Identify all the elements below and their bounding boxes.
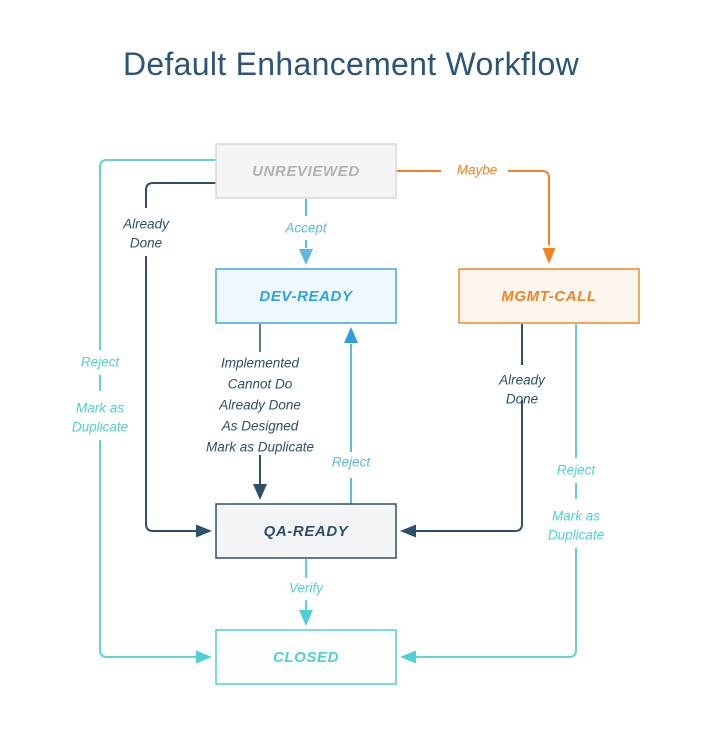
page-title: Default Enhancement Workflow xyxy=(122,46,580,82)
edge-label-mark-duplicate-left-1: Mark as xyxy=(76,401,124,416)
edge-label-mark-duplicate-right-2: Duplicate xyxy=(548,528,604,543)
edge-maybe: Maybe xyxy=(396,163,556,264)
node-unreviewed-box[interactable] xyxy=(215,143,397,199)
edge-dev-to-qa: Implemented Cannot Do Already Done As De… xyxy=(206,324,314,500)
node-dev-ready-box[interactable] xyxy=(215,268,397,324)
edge-unreviewed-already-done: Already Done xyxy=(122,182,216,538)
edge-label-mark-duplicate-right-1: Mark as xyxy=(552,509,600,524)
edge-label-already-done-right-2: Done xyxy=(506,392,538,407)
edge-mgmt-already-done: Already Done xyxy=(400,324,546,538)
edge-mgmt-reject-duplicate: Reject Mark as Duplicate xyxy=(400,324,604,664)
node-unreviewed-label: UNREVIEWED xyxy=(252,163,360,180)
node-mgmt-call[interactable]: MGMT-CALL xyxy=(458,268,640,324)
node-mgmt-call-box[interactable] xyxy=(458,268,640,324)
edge-label-accept: Accept xyxy=(284,221,328,236)
edge-unreviewed-already-done-arrowhead xyxy=(196,524,212,538)
node-dev-ready[interactable]: DEV-READY xyxy=(215,268,397,324)
edge-unreviewed-already-done-line-bottom xyxy=(145,256,196,532)
edge-mgmt-reject-duplicate-arrowhead xyxy=(400,650,416,664)
edge-qa-reject: Reject xyxy=(332,327,372,504)
edge-label-reject-left: Reject xyxy=(81,355,121,370)
edge-label-reject-center: Reject xyxy=(332,455,372,470)
edge-unreviewed-reject-duplicate: Reject Mark as Duplicate xyxy=(72,159,216,664)
node-closed-box[interactable] xyxy=(215,629,397,685)
edge-label-mark-duplicate-left-2: Duplicate xyxy=(72,420,128,435)
edge-label-as-designed: As Designed xyxy=(221,419,299,434)
edge-dev-to-qa-arrowhead xyxy=(253,484,267,500)
edge-unreviewed-already-done-line-top xyxy=(145,182,216,208)
edge-maybe-line-right xyxy=(508,170,550,245)
node-closed-label: CLOSED xyxy=(273,649,339,666)
edge-label-already-done-right-1: Already xyxy=(498,373,546,388)
edge-mgmt-reject-duplicate-line-bottom xyxy=(416,548,577,658)
node-qa-ready-label: QA-READY xyxy=(264,523,350,540)
edge-verify-arrowhead xyxy=(299,610,313,626)
edge-label-reject-right: Reject xyxy=(557,463,597,478)
node-qa-ready-box[interactable] xyxy=(215,503,397,559)
edge-mgmt-already-done-line-bottom xyxy=(416,400,523,532)
edge-label-implemented: Implemented xyxy=(221,356,300,371)
edge-maybe-arrowhead xyxy=(542,248,556,264)
node-unreviewed[interactable]: UNREVIEWED xyxy=(215,143,397,199)
node-dev-ready-label: DEV-READY xyxy=(259,288,354,305)
edge-unreviewed-reject-duplicate-line-top xyxy=(99,159,216,350)
edge-label-mark-as-duplicate-center: Mark as Duplicate xyxy=(206,440,314,455)
edge-label-already-done-center: Already Done xyxy=(218,398,301,413)
edge-label-already-done-left-1: Already xyxy=(122,217,170,232)
edge-label-already-done-left-2: Done xyxy=(130,236,162,251)
edge-label-maybe: Maybe xyxy=(457,163,498,178)
edge-accept-arrowhead xyxy=(299,249,313,265)
edge-mgmt-already-done-arrowhead xyxy=(400,524,416,538)
edge-accept: Accept xyxy=(284,199,328,265)
edge-label-cannot-do: Cannot Do xyxy=(228,377,293,392)
edge-verify: Verify xyxy=(289,559,324,626)
edge-unreviewed-reject-duplicate-arrowhead xyxy=(196,650,212,664)
edge-qa-reject-arrowhead xyxy=(344,327,358,343)
node-mgmt-call-label: MGMT-CALL xyxy=(501,288,596,305)
node-qa-ready[interactable]: QA-READY xyxy=(215,503,397,559)
node-closed[interactable]: CLOSED xyxy=(215,629,397,685)
edge-label-verify: Verify xyxy=(289,581,324,596)
edge-unreviewed-reject-duplicate-line-bottom xyxy=(99,440,196,658)
